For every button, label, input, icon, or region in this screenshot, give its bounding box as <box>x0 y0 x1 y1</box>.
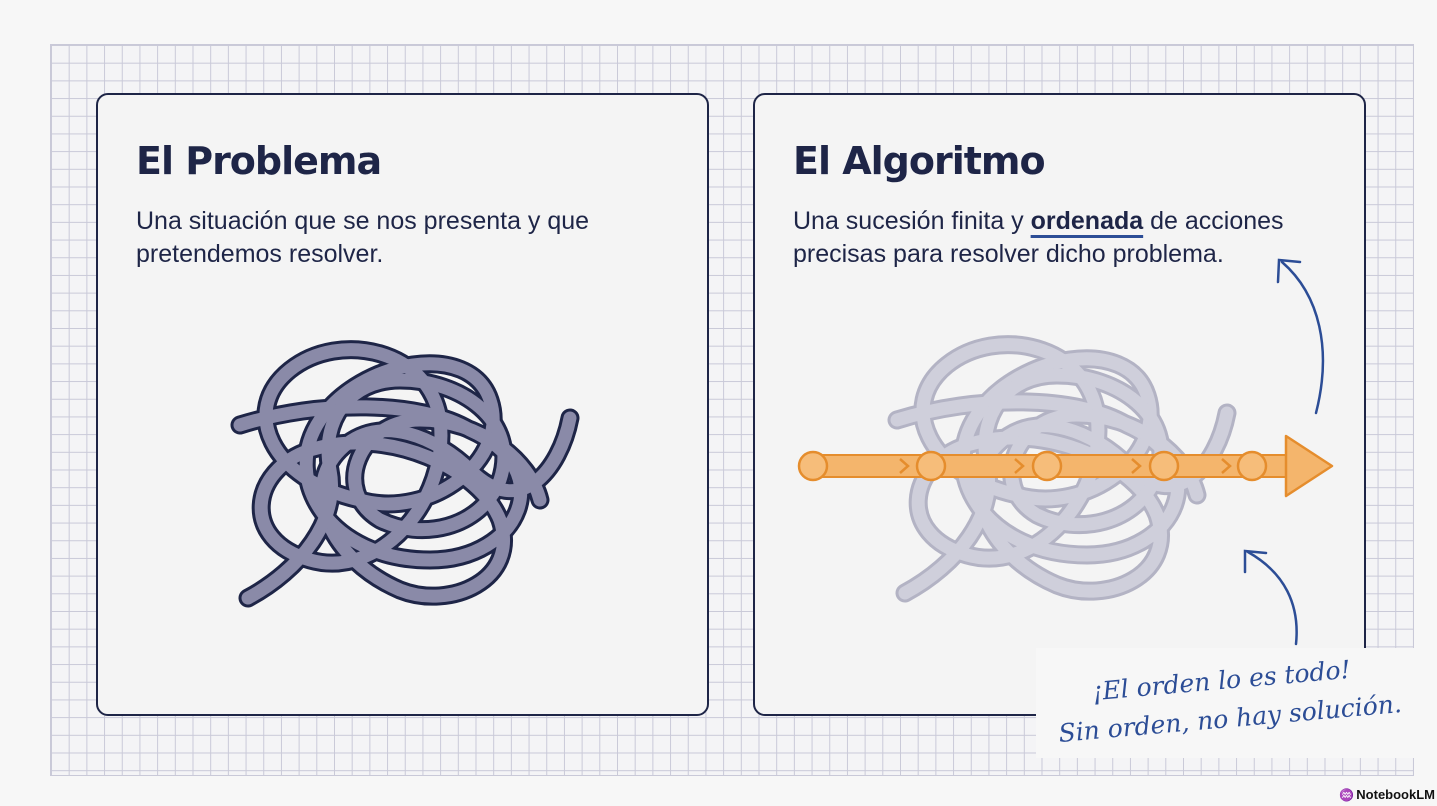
notebooklm-logo-icon: ♒ <box>1339 788 1355 802</box>
brand-watermark: ♒NotebookLM <box>1339 787 1435 802</box>
problem-description: Una situación que se nos presenta y que … <box>136 207 590 268</box>
brand-label: NotebookLM <box>1356 787 1435 802</box>
algorithm-description-end: de acciones precisas para resolver dicho… <box>793 207 1284 268</box>
problem-title: El Problema <box>136 139 382 183</box>
problem-card: El Problema Una situación que se nos pre… <box>96 93 709 716</box>
algorithm-description-start: Una sucesión finita y <box>793 207 1031 235</box>
algorithm-highlight-word: ordenada <box>1030 207 1144 235</box>
algorithm-card: El Algoritmo Una sucesión finita y orden… <box>753 93 1366 716</box>
algorithm-title: El Algoritmo <box>793 139 1046 183</box>
annotation-note: ¡El orden lo es todo! Sin orden, no hay … <box>1036 648 1416 758</box>
algorithm-description: Una sucesión finita y ordenada de accion… <box>793 205 1333 271</box>
